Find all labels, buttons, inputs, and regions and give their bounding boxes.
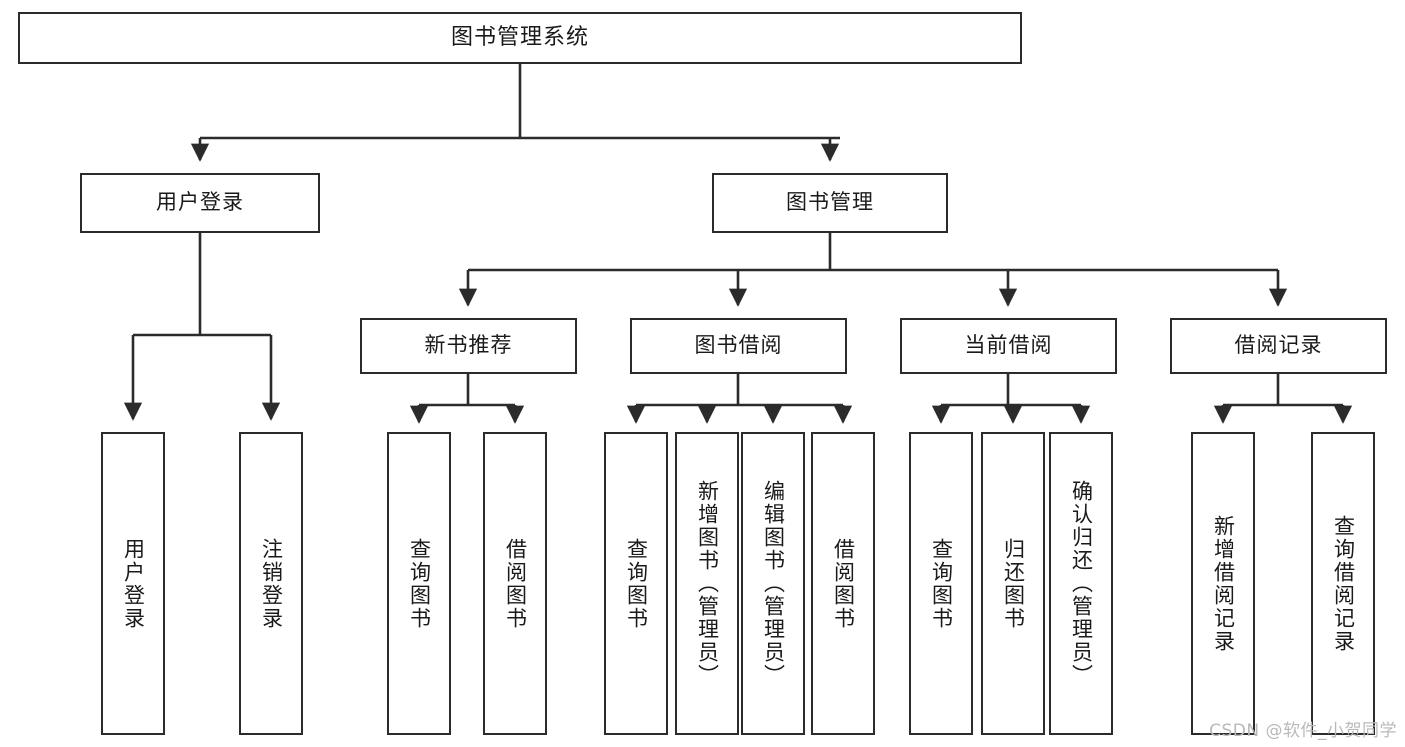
- node-book-management[interactable]: 图书管理: [712, 173, 948, 233]
- leaf-borrow-book[interactable]: 借阅图书: [811, 432, 875, 735]
- leaf-query-book-current-borrow[interactable]: 查询图书: [909, 432, 973, 735]
- leaf-return-book[interactable]: 归还图书: [981, 432, 1045, 735]
- leaf-query-borrow-record[interactable]: 查询借阅记录: [1311, 432, 1375, 735]
- node-book-borrow[interactable]: 图书借阅: [630, 318, 847, 374]
- csdn-watermark: CSDN @软件_小贺同学: [1209, 721, 1397, 741]
- leaf-confirm-return-admin[interactable]: 确认归还（管理员）: [1049, 432, 1113, 735]
- leaf-logout-login[interactable]: 注销登录: [239, 432, 303, 735]
- leaf-borrow-book-new-recommend[interactable]: 借阅图书: [483, 432, 547, 735]
- node-user-login[interactable]: 用户登录: [80, 173, 320, 233]
- leaf-user-login[interactable]: 用户登录: [101, 432, 165, 735]
- node-current-borrow[interactable]: 当前借阅: [900, 318, 1117, 374]
- node-root-book-management-system[interactable]: 图书管理系统: [18, 12, 1022, 64]
- leaf-query-book-borrow[interactable]: 查询图书: [604, 432, 668, 735]
- leaf-add-book-admin[interactable]: 新增图书（管理员）: [675, 432, 739, 735]
- leaf-query-book-new-recommend[interactable]: 查询图书: [387, 432, 451, 735]
- node-borrow-record[interactable]: 借阅记录: [1170, 318, 1387, 374]
- node-new-book-recommend[interactable]: 新书推荐: [360, 318, 577, 374]
- leaf-add-borrow-record[interactable]: 新增借阅记录: [1191, 432, 1255, 735]
- leaf-edit-book-admin[interactable]: 编辑图书（管理员）: [741, 432, 805, 735]
